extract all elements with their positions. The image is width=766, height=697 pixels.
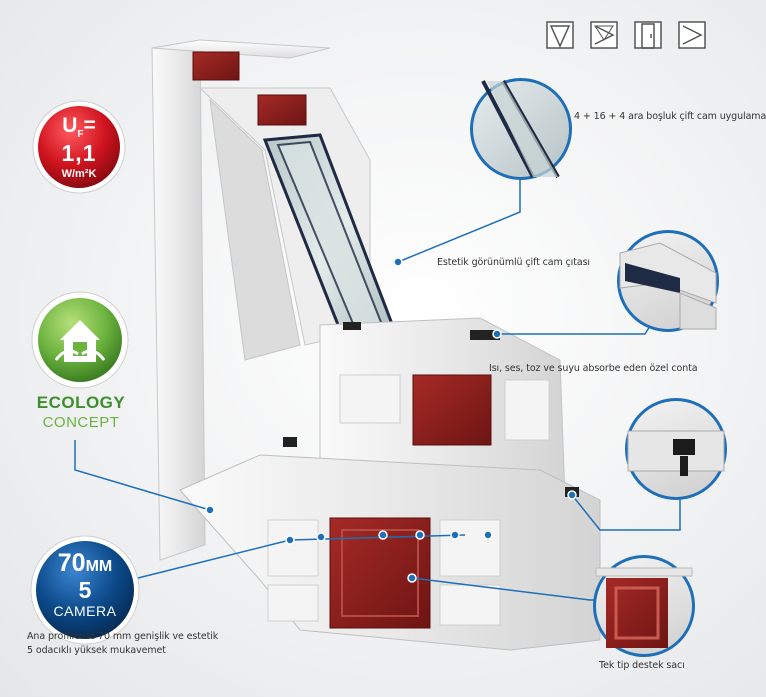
label-bead: Estetik görünümlü çift cam çıtası [437,257,590,268]
callout-dot [492,329,502,339]
callout-dot [378,530,388,540]
sash-chamber-b [504,379,550,441]
callout-dot [567,490,577,500]
profile-chambers: 5 [78,577,92,603]
door-icon [633,20,663,50]
callout-dot [316,532,326,542]
u-value-badge: UF= 1,1 W/m²K [32,100,126,194]
sash-chamber-a [339,374,401,424]
gasket-frame [283,437,297,447]
label-steel: Tek tip destek sacı [599,660,685,671]
frame-chamber-a [267,519,319,577]
sash-inner-wall [209,98,301,361]
profile-badge: 70MM 5 CAMERA [30,535,140,645]
frame-chamber-b [439,519,501,577]
label-profile-line2: 5 odacıklı yüksek mukavemet [27,645,166,656]
gasket-black [343,322,500,340]
product-illustration: UF= 1,1 W/m²K ECOLOGY CONCEPT [27,20,766,671]
u-value: 1,1 [61,140,97,166]
callout-line-ecology [74,440,211,511]
u-unit: W/m²K [61,168,97,180]
sash-steel-lower [412,374,492,446]
label-glass: 4 + 16 + 4 ara boşluk çift cam uygulama [574,111,766,122]
inset-glass-detail [470,78,572,180]
callout-dot [450,530,460,540]
ecology-title: ECOLOGY [36,393,126,412]
tilt-window-icon [545,20,575,50]
callout-dot [285,535,295,545]
label-gasket: Isı, ses, toz ve suyu absorbe eden özel … [489,363,698,374]
tilt-turn-window-icon [589,20,619,50]
sash-steel-top [257,94,307,126]
inset-gasket-detail [625,398,727,500]
callout-line-gasket-lower [571,494,681,531]
frame-top-face [151,39,331,59]
profile-width: 70MM [57,549,113,577]
inset-bead-detail [617,230,719,332]
callout-dot [393,257,403,267]
window-profile-cross-section [74,39,681,651]
label-profile: Ana profillerde 70 mm genişlik ve esteti… [27,630,227,658]
frame-chamber-d [439,584,501,626]
callout-dot [483,530,493,540]
callout-dot [407,573,417,583]
profile-chambers-label: CAMERA [53,603,117,619]
callout-line-glass [397,170,521,263]
turn-window-icon [677,20,707,50]
label-profile-line1: Ana profillerde 70 mm genişlik ve esteti… [27,631,219,642]
inset-steel-detail [593,555,695,657]
ecology-subtitle: CONCEPT [42,414,120,431]
u-symbol: UF= [62,114,96,141]
frame-top-steel [192,51,240,81]
callout-dot [205,505,215,515]
frame-chamber-c [267,584,319,622]
ecology-badge [30,290,130,390]
callout-dot [415,530,425,540]
